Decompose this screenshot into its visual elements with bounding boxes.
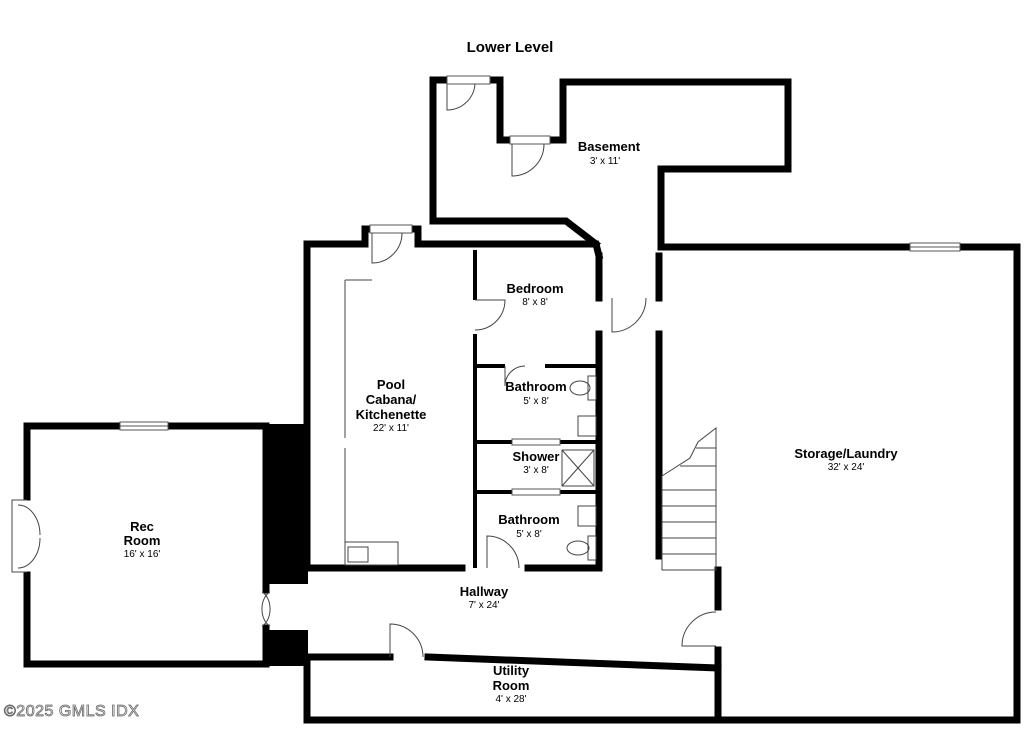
rec-room-walls xyxy=(23,422,270,668)
shower-window-top xyxy=(511,438,561,446)
utility-door xyxy=(389,623,424,658)
bedroom-label: Bedroom xyxy=(506,281,563,296)
rec-room-french-door-upper xyxy=(17,504,41,536)
basement-door-1 xyxy=(446,83,476,111)
kitchenette-sink xyxy=(347,546,369,563)
rec-room-thick-wall-lower xyxy=(264,630,308,666)
bathroom-lower-label: Bathroom xyxy=(498,512,559,527)
bathroom-lower-door xyxy=(486,535,520,569)
shower-window-bottom xyxy=(511,488,561,496)
shower-label: Shower xyxy=(513,449,560,464)
plan-title: Lower Level xyxy=(467,39,554,56)
bedroom-door xyxy=(474,299,506,331)
hallway-dims: 7' x 24' xyxy=(468,600,499,611)
pool-cabana-label-line-3: Kitchenette xyxy=(356,407,427,422)
rec-room-thick-wall-upper xyxy=(264,424,308,584)
room-labels: Basement 3' x 11' Bedroom 8' x 8' Pool C… xyxy=(124,139,899,705)
bathroom-upper-door xyxy=(504,365,526,387)
basement-label: Basement xyxy=(578,139,641,154)
hallway-label: Hallway xyxy=(460,584,509,599)
rec-room-label-line-2: Room xyxy=(124,533,161,548)
basement-inner-window xyxy=(509,135,551,145)
storage-laundry-label: Storage/Laundry xyxy=(794,446,898,461)
shower-dims: 3' x 8' xyxy=(523,465,549,476)
bath-stack-right-wall xyxy=(524,252,603,572)
sink-lower xyxy=(577,505,597,527)
pool-cabana-label-line-2: Cabana/ xyxy=(366,392,417,407)
shower-stall xyxy=(561,449,595,487)
bathroom-upper-dims: 5' x 8' xyxy=(523,396,549,407)
toilet-upper xyxy=(569,380,591,396)
rec-room-french-door-lower xyxy=(17,537,41,569)
basement-window xyxy=(446,75,491,85)
kitchenette-counter xyxy=(344,279,399,566)
bathroom-lower-dims: 5' x 8' xyxy=(516,529,542,540)
copyright-watermark: ©2025 GMLS IDX xyxy=(4,703,139,720)
walls xyxy=(23,76,1021,724)
utility-room-walls xyxy=(303,653,722,724)
storage-laundry-dims: 32' x 24' xyxy=(828,462,865,473)
cabana-door xyxy=(371,232,403,264)
basement-door-2 xyxy=(511,143,545,177)
storage-upper-door xyxy=(611,297,647,333)
utility-room-label-line-1: Utility xyxy=(493,663,530,678)
rec-room-dims: 16' x 16' xyxy=(124,549,161,560)
storage-lower-wall xyxy=(714,566,1021,724)
bedroom-dims: 8' x 8' xyxy=(522,297,548,308)
fixtures xyxy=(344,279,597,566)
sink-upper xyxy=(577,415,597,437)
staircase xyxy=(661,426,717,571)
utility-room-dims: 4' x 28' xyxy=(495,694,526,705)
windows xyxy=(119,75,961,496)
rec-room-door-right xyxy=(261,591,271,627)
toilet-lower xyxy=(566,540,590,556)
doors xyxy=(11,83,717,658)
basement-dims: 3' x 11' xyxy=(590,156,620,167)
storage-lower-door xyxy=(681,611,717,647)
bathroom-upper-label: Bathroom xyxy=(505,379,566,394)
utility-room-label-line-2: Room xyxy=(493,678,530,693)
rec-room-label-line-1: Rec xyxy=(130,519,154,534)
pool-cabana-dims: 22' x 11' xyxy=(373,423,409,434)
pool-cabana-label-line-1: Pool xyxy=(377,377,405,392)
basement-walls xyxy=(429,76,1021,724)
cabana-window xyxy=(369,224,413,234)
rec-room-french-door-frame xyxy=(11,499,27,573)
